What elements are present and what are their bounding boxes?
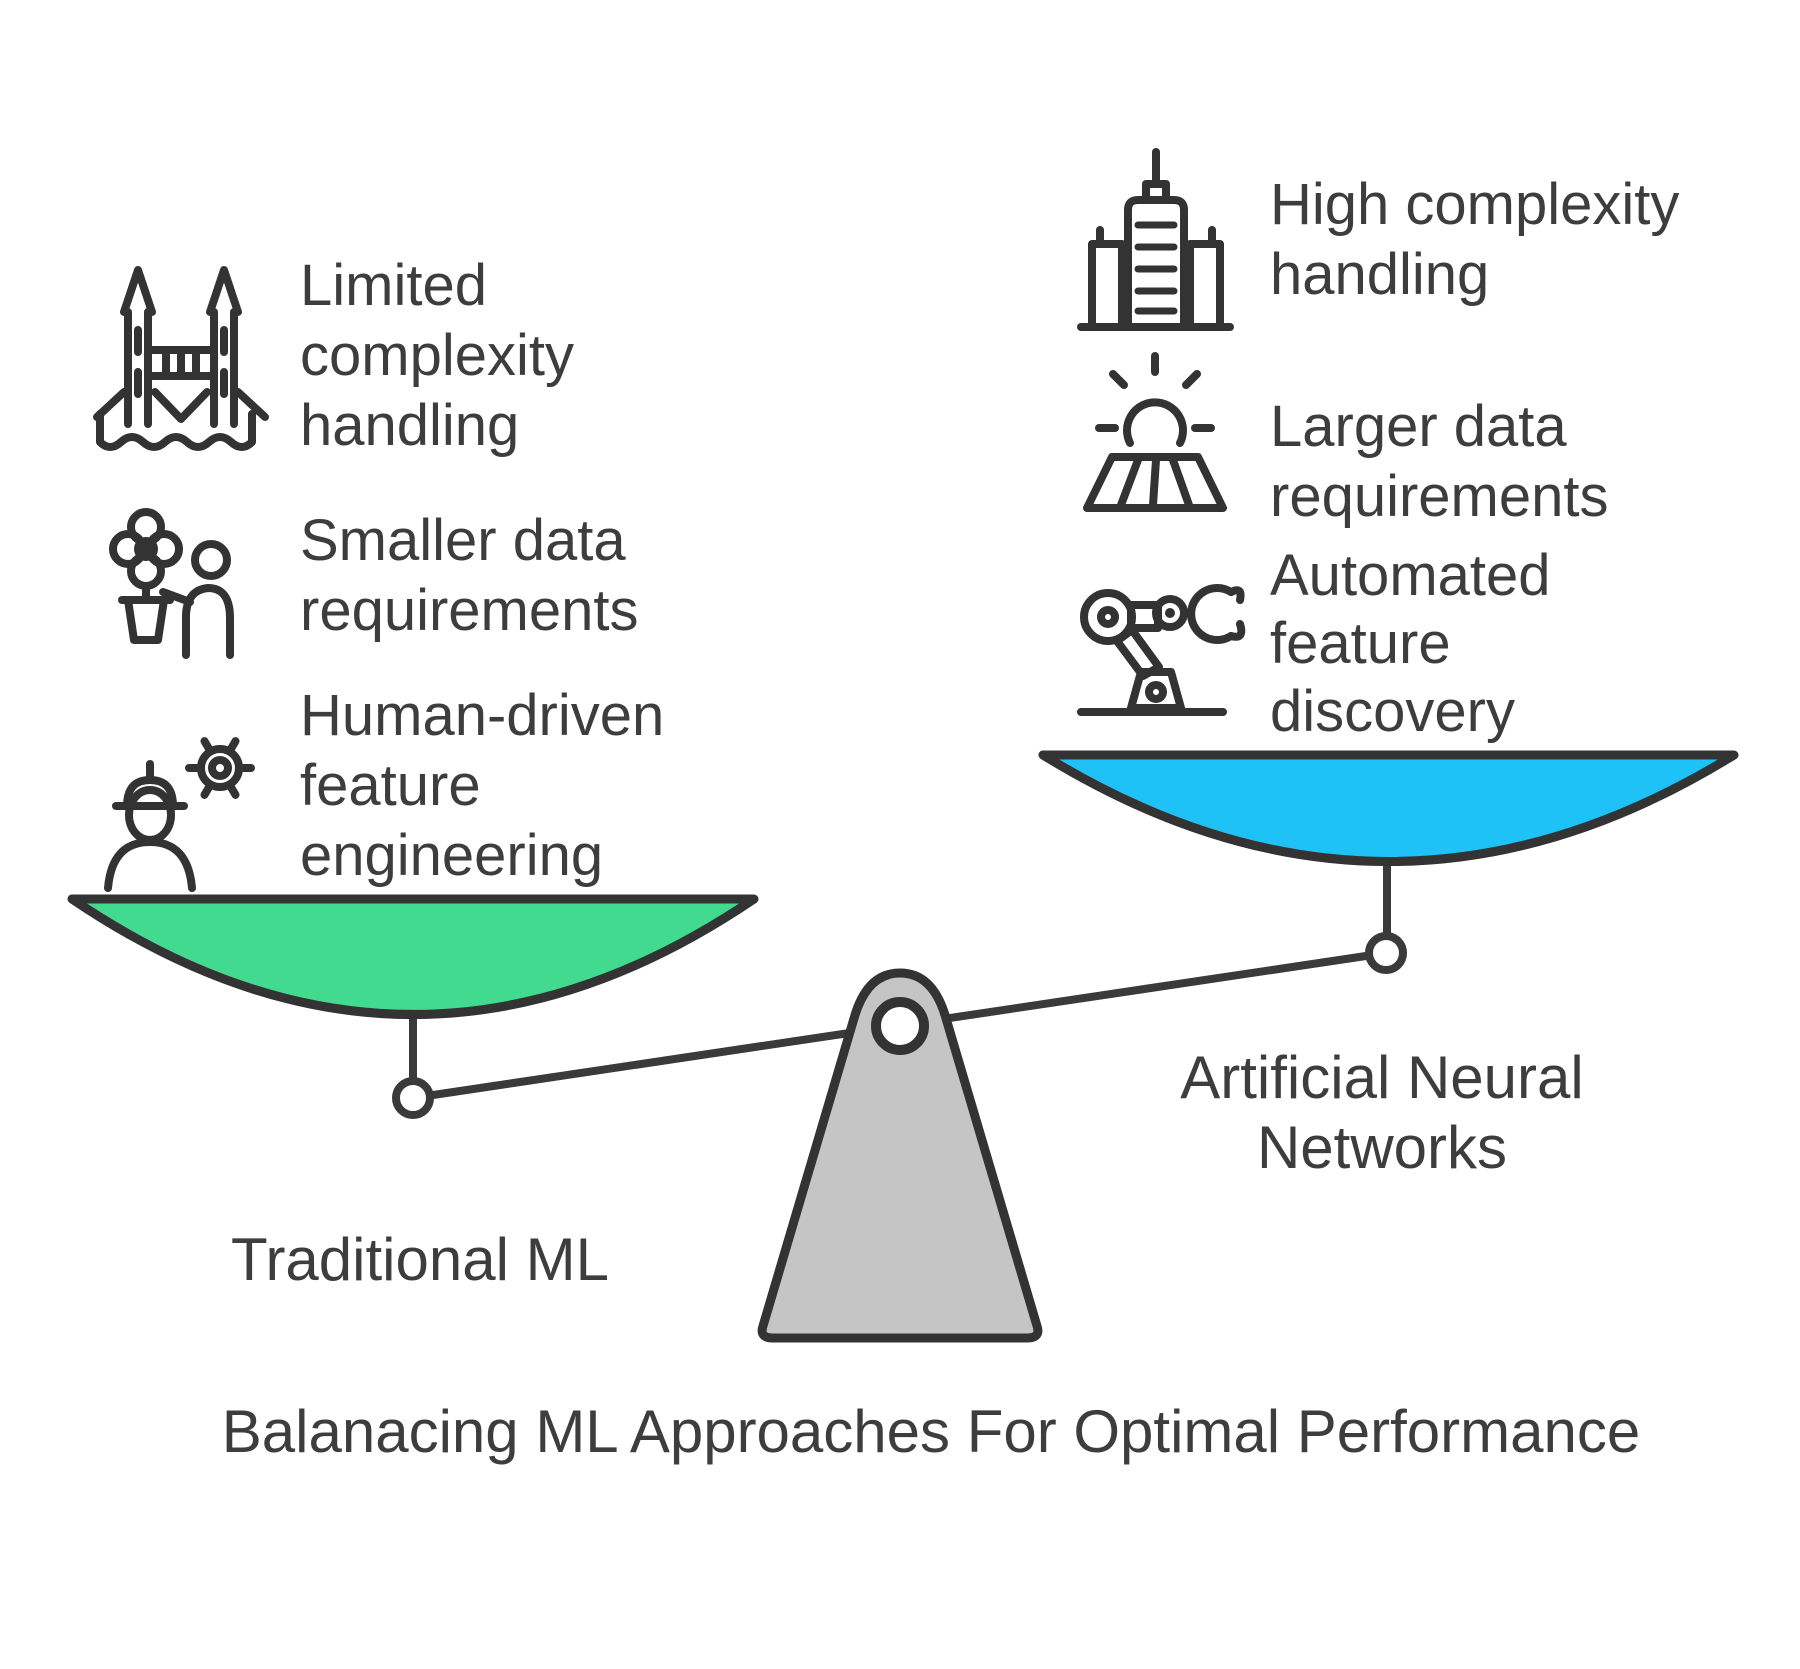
skyscraper-icon (1077, 148, 1234, 331)
left-item-2-line-2: requirements (300, 578, 638, 643)
fulcrum-body (757, 968, 1043, 1343)
left-item-3-line-1: Human-driven (300, 683, 664, 748)
right-item-3-line-3: discovery (1270, 679, 1515, 744)
right-item-2-line-1: Larger data (1270, 394, 1567, 459)
left-item-3-line-2: feature (300, 753, 481, 818)
left-item-smaller-data: Smaller data requirements (300, 508, 638, 643)
right-item-1-line-2: handling (1270, 242, 1489, 307)
engineer-gear-icon (104, 737, 255, 892)
left-pan-label: Traditional ML (231, 1226, 609, 1293)
right-item-2-line-2: requirements (1270, 464, 1608, 529)
robot-arm-icon (1077, 584, 1246, 716)
right-item-larger-data: Larger data requirements (1270, 394, 1608, 529)
right-item-high-complexity: High complexity handling (1270, 172, 1679, 307)
right-item-3-line-1: Automated (1270, 543, 1551, 608)
fulcrum-hole (871, 997, 929, 1055)
left-item-limited-complexity: Limited complexity handling (300, 253, 574, 458)
sun-field-icon (1083, 352, 1227, 512)
right-pan (1038, 750, 1739, 866)
flower-person-icon (109, 508, 234, 659)
left-item-2-line-1: Smaller data (300, 508, 626, 573)
left-item-1-line-3: handling (300, 393, 519, 458)
tower-bridge-icon (93, 266, 269, 451)
left-item-1-line-2: complexity (300, 323, 574, 388)
right-pan-label-line-2: Networks (1257, 1114, 1507, 1181)
right-pivot-ring (1365, 932, 1407, 974)
fulcrum (757, 968, 1043, 1343)
right-item-automated-feature: Automated feature discovery (1270, 543, 1551, 744)
diagram-title: Balanacing ML Approaches For Optimal Per… (222, 1398, 1640, 1465)
left-item-human-driven: Human-driven feature engineering (300, 683, 664, 888)
right-pan-label-line-1: Artificial Neural (1180, 1044, 1583, 1111)
left-pivot-ring (392, 1077, 434, 1119)
left-item-3-line-3: engineering (300, 823, 603, 888)
left-item-1-line-1: Limited (300, 253, 487, 318)
right-item-1-line-1: High complexity (1270, 172, 1679, 237)
right-item-3-line-2: feature (1270, 611, 1451, 676)
left-pan (67, 894, 759, 1019)
